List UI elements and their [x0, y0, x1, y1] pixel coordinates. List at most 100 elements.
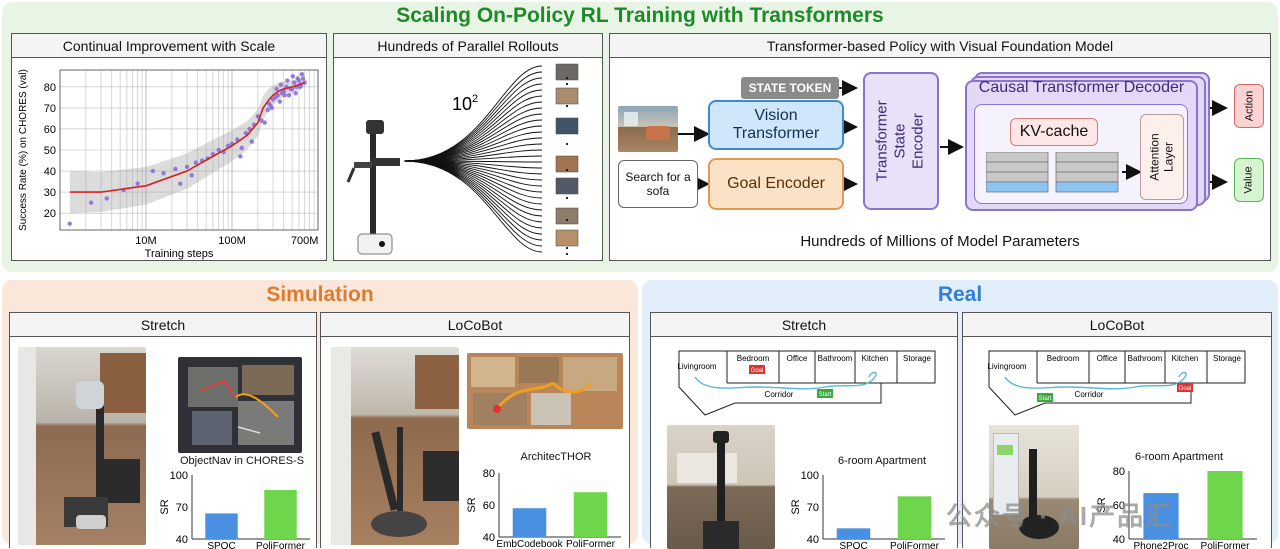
data-point [67, 221, 72, 226]
action-head: Action [1234, 84, 1264, 128]
real-stretch-chart-title: 6-room Apartment [837, 455, 927, 467]
goal-label: Goal [751, 368, 764, 374]
rollout-thumbnail [555, 177, 579, 195]
goal-encoder-block: Goal Encoder [708, 158, 844, 210]
data-point [299, 72, 305, 77]
y-tick-label: 70 [807, 502, 819, 514]
rollout-line [403, 160, 543, 247]
plot-frame [59, 69, 319, 231]
room-label: Bedroom [1047, 354, 1080, 363]
kv-cache-cells [986, 152, 1142, 193]
y-tick-label: 40 [807, 534, 819, 546]
floorplan-walls [988, 350, 1246, 416]
kv-cache-label: KV-cache [1010, 118, 1098, 146]
bar [836, 528, 871, 539]
real-title: Real [937, 283, 983, 306]
y-tick-label: 40 [44, 166, 56, 178]
y-tick-label: 70 [176, 502, 188, 514]
category-label: SPOC [207, 541, 235, 549]
room-label: Corridor [765, 390, 794, 399]
y-axis-label: SR [159, 499, 171, 514]
data-point [295, 76, 300, 81]
y-tick-label: 100 [170, 470, 188, 482]
x-axis-label: Training steps [145, 248, 214, 260]
room-label: Livingroom [677, 362, 716, 371]
goal-marker [1177, 383, 1193, 392]
bar [1207, 471, 1243, 539]
room-label: Bathroom [818, 354, 853, 363]
y-tick-label: 80 [1113, 466, 1125, 478]
real-locobot-title: LoCoBot [963, 313, 1271, 337]
rollout-fan [403, 65, 543, 253]
bar [1143, 493, 1179, 539]
data-point [178, 181, 183, 186]
data-point [265, 107, 270, 113]
rollout-thumbnail [555, 87, 579, 105]
data-point [290, 74, 296, 79]
room-label: Storage [1213, 354, 1242, 363]
x-tick-label: 700M [291, 235, 319, 247]
data-point [173, 166, 178, 172]
bar [897, 496, 932, 539]
y-tick-label: 40 [176, 534, 188, 546]
start-marker [817, 389, 833, 398]
policy-panel: Transformer-based Policy with Visual Fou… [609, 33, 1271, 261]
trend-line [69, 81, 305, 193]
data-point [88, 200, 94, 205]
data-point [161, 170, 166, 176]
bar [205, 513, 238, 539]
ellipsis-dot [565, 82, 569, 86]
sim-stretch-title: Stretch [10, 313, 316, 337]
data-point [269, 105, 274, 111]
data-point [238, 154, 243, 159]
data-point [104, 196, 109, 201]
category-label: PoliFormer [566, 539, 616, 547]
outer-wall [988, 350, 1246, 416]
rollout-line [403, 160, 543, 235]
data-point [297, 84, 303, 90]
y-tick-label: 100 [801, 470, 819, 482]
y-tick-label: 60 [1113, 500, 1125, 512]
data-point [259, 118, 264, 123]
confidence-band [69, 78, 305, 214]
y-tick-label: 20 [44, 208, 56, 220]
data-point [282, 93, 287, 98]
ellipsis-dot [565, 252, 569, 256]
start-marker [1037, 393, 1053, 402]
action-label: Action [1243, 90, 1256, 122]
data-point [193, 160, 199, 165]
bar [573, 492, 608, 537]
data-point [300, 76, 306, 81]
rollout-line [403, 160, 543, 199]
value-head: Value [1234, 158, 1264, 202]
y-axis-label: SR [790, 499, 802, 514]
attention-layer-block: Attention Layer [1140, 114, 1184, 200]
real-locobot-photo [989, 425, 1079, 549]
sim-locobot-title: LoCoBot [321, 313, 629, 337]
simulation-title: Simulation [266, 283, 374, 306]
y-tick-label: 60 [483, 500, 495, 512]
room-label: Office [787, 354, 808, 363]
ellipsis-dot [565, 142, 569, 146]
policy-panel-title: Transformer-based Policy with Visual Fou… [610, 34, 1270, 58]
data-point [262, 120, 267, 125]
value-label: Value [1242, 166, 1255, 194]
rollouts-panel: Hundreds of Parallel Rollouts 102 [333, 33, 603, 261]
room-label: Bedroom [737, 354, 770, 363]
main-title: Scaling On-Policy RL Training with Trans… [396, 4, 884, 27]
room-label: Livingroom [987, 362, 1026, 371]
rollout-thumbnails [555, 63, 579, 256]
outer-wall [678, 350, 936, 416]
y-tick-label: 30 [44, 187, 56, 199]
y-axis-label: SR [1096, 497, 1108, 512]
ellipsis-dot [565, 196, 569, 200]
rollouts-graphic: 102 [346, 63, 579, 256]
data-point [277, 99, 283, 104]
ellipsis-dot [565, 76, 569, 80]
